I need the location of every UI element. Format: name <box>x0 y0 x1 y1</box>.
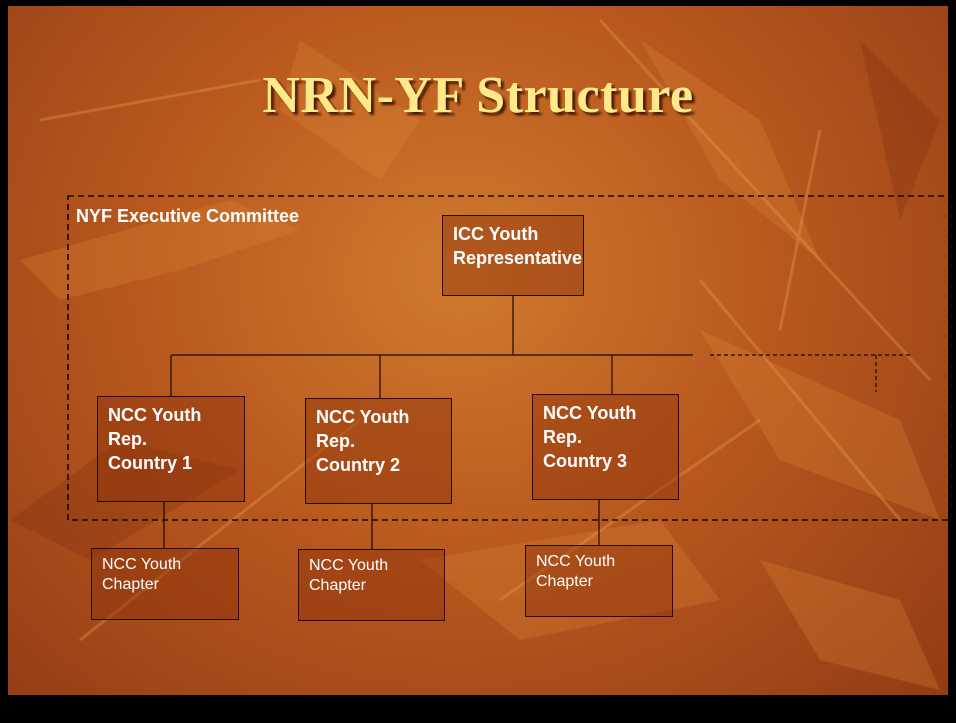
ncc-chapter-label-1: NCC Youth Chapter <box>102 556 182 593</box>
icc-youth-representative-box: ICC Youth Representative <box>442 215 584 296</box>
icc-box-label: ICC Youth Representative <box>453 224 583 268</box>
ncc-rep-label-3: NCC Youth Rep. Country 3 <box>543 403 637 471</box>
slide-title: NRN-YF Structure <box>262 67 694 124</box>
ncc-rep-label-2: NCC Youth Rep. Country 2 <box>316 407 410 475</box>
ncc-rep-box-1: NCC Youth Rep. Country 1 <box>97 396 245 502</box>
ncc-chapter-box-3: NCC Youth Chapter <box>525 545 673 617</box>
ncc-chapter-label-2: NCC Youth Chapter <box>309 557 389 594</box>
ncc-rep-label-1: NCC Youth Rep. Country 1 <box>108 405 202 473</box>
exec-committee-boundary <box>67 195 952 521</box>
ncc-chapter-box-1: NCC Youth Chapter <box>91 548 239 620</box>
ncc-chapter-box-2: NCC Youth Chapter <box>298 549 445 621</box>
ncc-chapter-label-3: NCC Youth Chapter <box>536 553 616 590</box>
exec-committee-label: NYF Executive Committee <box>76 206 300 226</box>
right-border <box>948 0 956 723</box>
bottom-bar <box>0 695 956 723</box>
top-border <box>0 0 956 6</box>
ncc-rep-box-3: NCC Youth Rep. Country 3 <box>532 394 679 500</box>
ncc-rep-box-2: NCC Youth Rep. Country 2 <box>305 398 452 504</box>
left-border <box>0 0 8 723</box>
